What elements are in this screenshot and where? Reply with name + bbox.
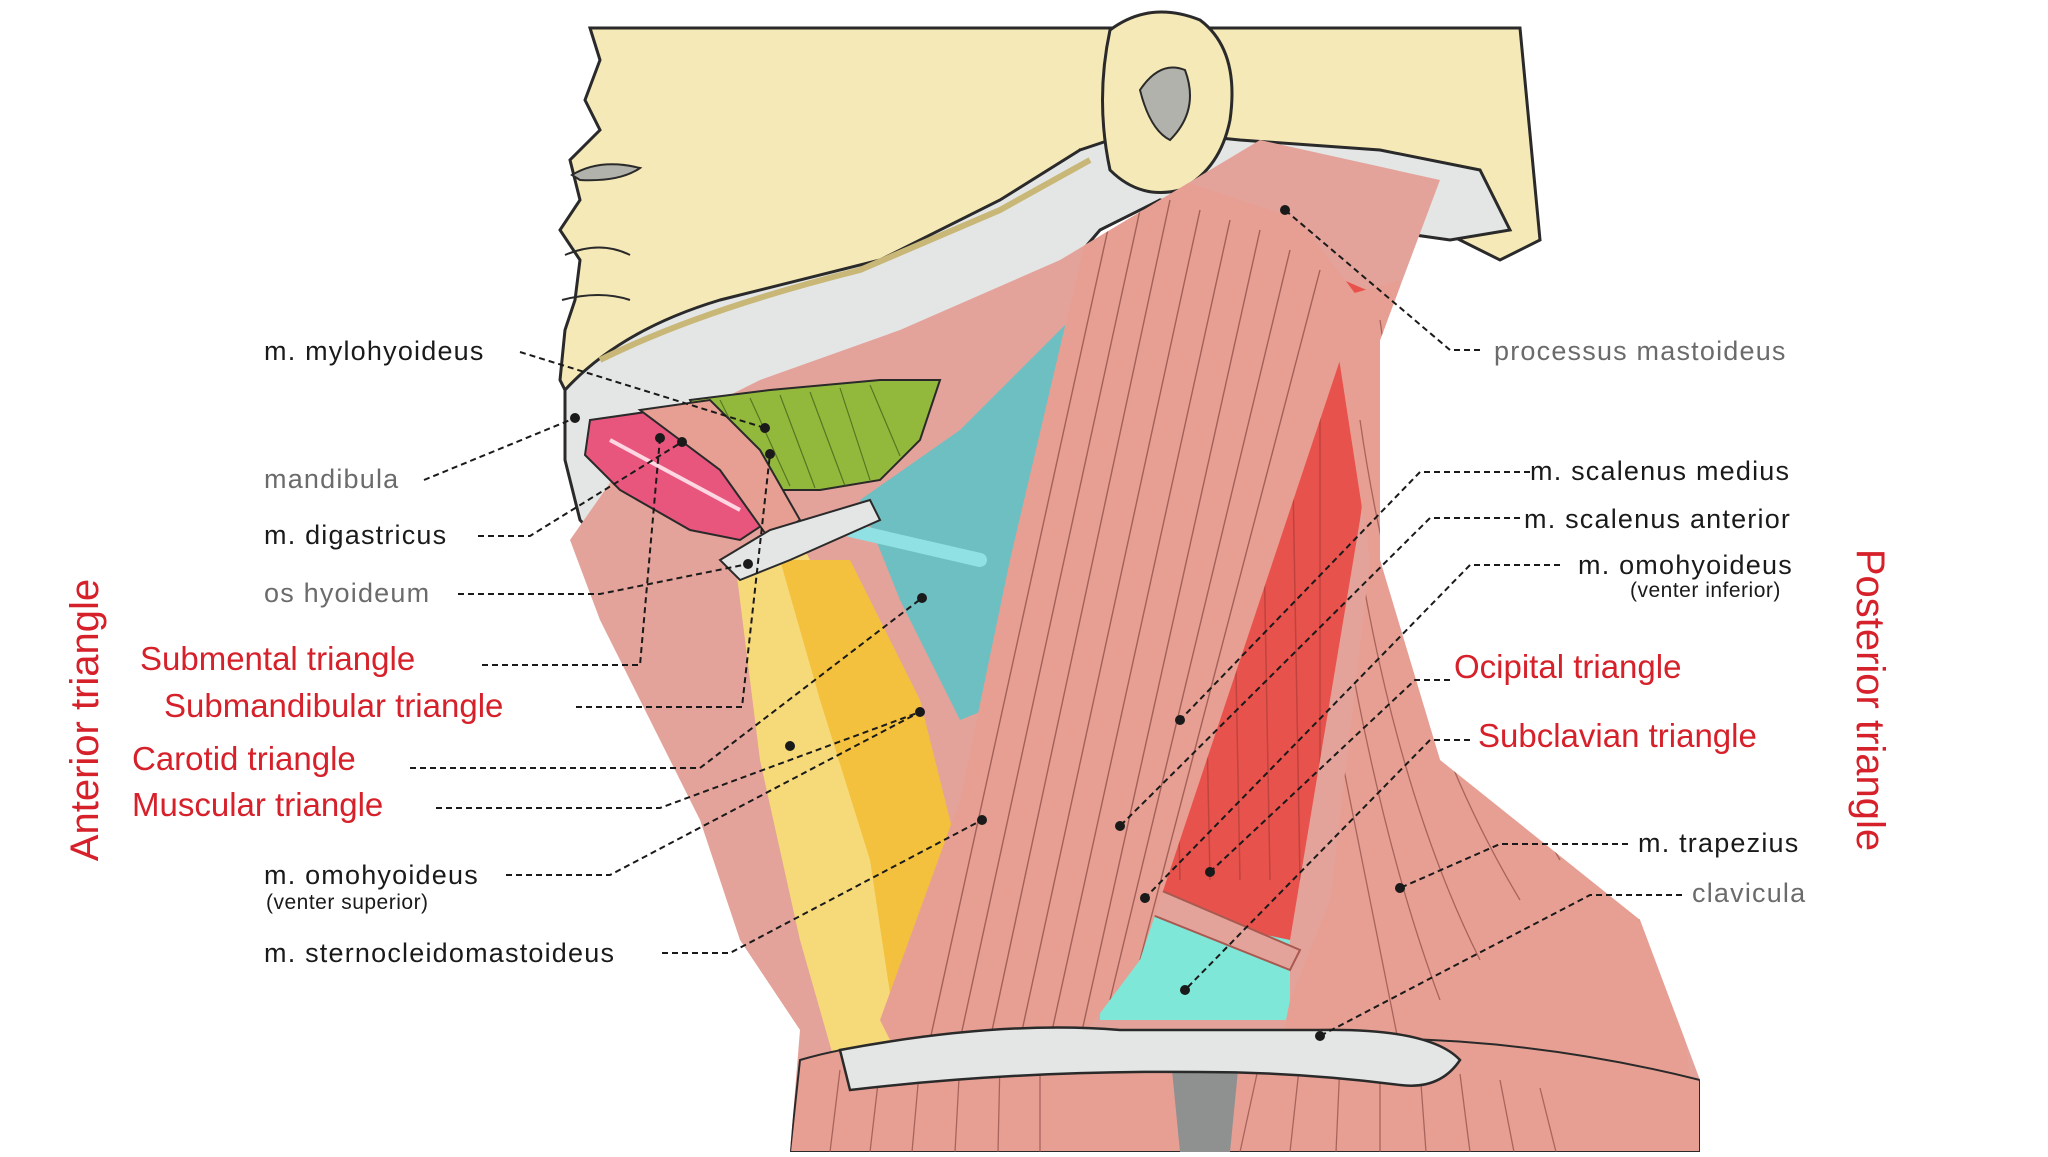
hyoid-bone [718, 498, 882, 582]
ear-inner [1138, 66, 1191, 142]
label-muscular-triangle: Muscular triangle [132, 786, 384, 823]
label-mandibula: mandibula [264, 464, 400, 494]
posterior-triangle-title: Posterior triangle [1848, 548, 1892, 852]
leader-dots [570, 205, 1405, 1041]
label-subclavian-triangle: Subclavian triangle [1478, 717, 1757, 754]
label-venter-superior: (venter superior) [266, 891, 429, 914]
sternum-gap [1170, 1050, 1240, 1152]
anterior-triangle-title: Anterior triangle [63, 578, 107, 862]
label-submental-triangle: Submental triangle [140, 640, 416, 677]
label-sternocleidomastoideus: m. sternocleidomastoideus [264, 938, 616, 968]
label-os-hyoideum: os hyoideum [264, 578, 431, 608]
clavicle-bone [838, 1026, 1462, 1092]
label-omohyoideus-superior: m. omohyoideus [264, 860, 479, 890]
label-omohyoideus-inferior: m. omohyoideus [1578, 550, 1793, 580]
label-clavicula: clavicula [1692, 878, 1807, 908]
label-submandibular-triangle: Submandibular triangle [164, 687, 504, 724]
digastric-tendon [609, 438, 741, 512]
label-digastricus: m. digastricus [264, 520, 448, 550]
nostril [570, 163, 643, 182]
label-trapezius: m. trapezius [1638, 828, 1800, 858]
mandible-edge [598, 157, 1092, 363]
label-processus-mastoideus: processus mastoideus [1494, 336, 1787, 366]
label-venter-inferior: (venter inferior) [1630, 579, 1781, 602]
label-occipital-triangle: Ocipital triangle [1454, 648, 1682, 685]
label-scalenus-anterior: m. scalenus anterior [1524, 504, 1792, 534]
hyoid-teal-band [843, 523, 987, 567]
label-carotid-triangle: Carotid triangle [132, 740, 356, 777]
label-scalenus-medius: m. scalenus medius [1530, 456, 1791, 486]
lips-line [561, 246, 631, 301]
leader-lines [410, 209, 1682, 1037]
label-mylohyoideus: m. mylohyoideus [264, 336, 485, 366]
